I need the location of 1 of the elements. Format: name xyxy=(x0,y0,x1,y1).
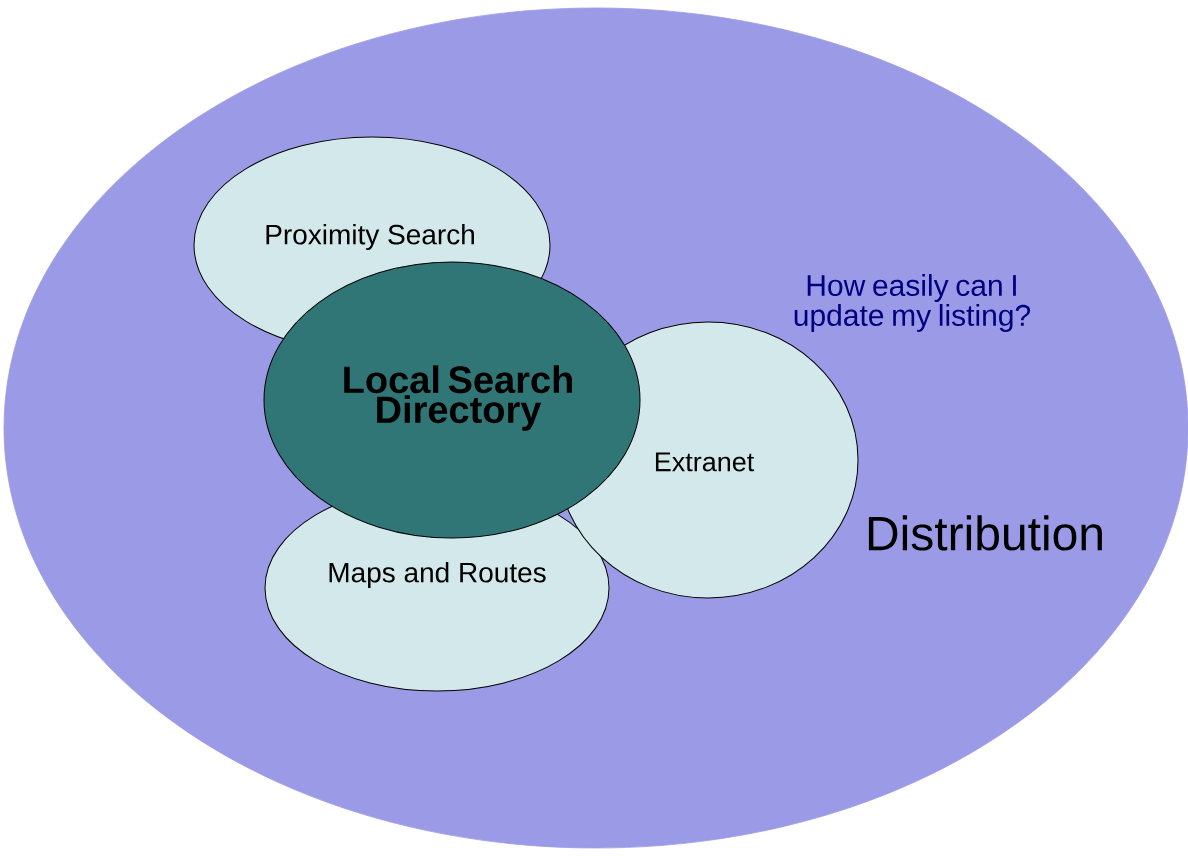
ellipse-bubble: Local Search Directory xyxy=(263,261,641,539)
